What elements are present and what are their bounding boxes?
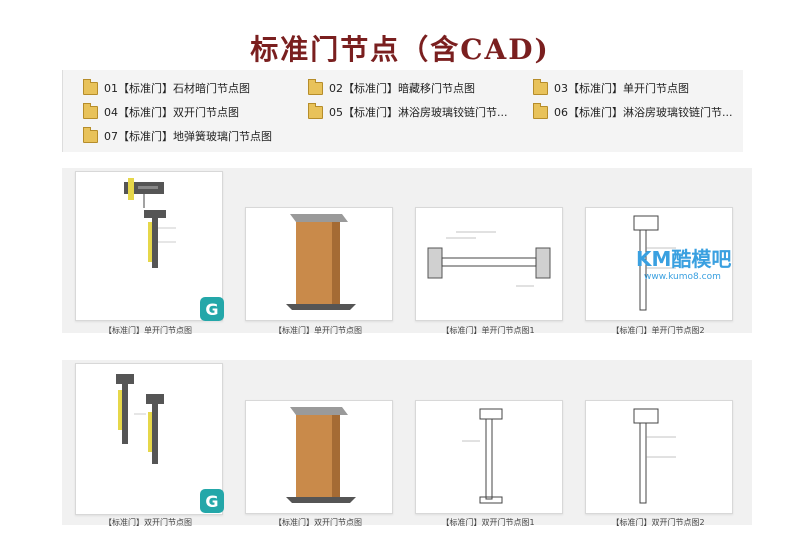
- 3d-door-render: [286, 214, 356, 310]
- cad-section-drawing: [462, 408, 503, 504]
- folder-label: 03【标准门】单开门节点图: [554, 82, 689, 95]
- folder-icon: [533, 78, 548, 95]
- thumbnail-caption: 【标准门】单开门节点图: [104, 326, 192, 335]
- 3d-door-render: [286, 407, 356, 503]
- watermark-brand: KM酷模吧: [636, 247, 732, 271]
- folder-item[interactable]: 03【标准门】单开门节点图: [533, 78, 689, 98]
- folder-list: 01【标准门】石材暗门节点图 02【标准门】暗藏移门节点图 03【标准门】单开门…: [62, 70, 743, 152]
- folder-item[interactable]: 04【标准门】双开门节点图: [83, 102, 239, 122]
- folder-icon: [533, 102, 548, 119]
- watermark-url: www.kumo8.com: [644, 272, 721, 282]
- folder-label: 07【标准门】地弹簧玻璃门节点图: [104, 130, 272, 143]
- folder-label: 01【标准门】石材暗门节点图: [104, 82, 250, 95]
- folder-item[interactable]: 06【标准门】淋浴房玻璃铰链门节...: [533, 102, 733, 122]
- thumbnail-cad-plan[interactable]: G: [75, 363, 224, 515]
- folder-label: 02【标准门】暗藏移门节点图: [329, 82, 475, 95]
- thumbnail-cad-section[interactable]: [415, 207, 563, 321]
- folder-item[interactable]: 07【标准门】地弹簧玻璃门节点图: [83, 126, 272, 146]
- cad-detail-drawing: [633, 215, 676, 311]
- folder-icon: [83, 102, 98, 119]
- thumbnail-cad-section[interactable]: [415, 400, 563, 514]
- cad-section-drawing: [427, 231, 551, 287]
- thumbnail-caption: 【标准门】单开门节点图: [274, 326, 362, 335]
- thumbnail-3d-door[interactable]: [245, 400, 393, 514]
- thumbnail-caption: 【标准门】双开门节点图: [104, 518, 192, 527]
- thumbnail-caption: 【标准门】双开门节点图1: [441, 518, 535, 527]
- thumbnail-caption: 【标准门】双开门节点图2: [611, 518, 705, 527]
- folder-label: 04【标准门】双开门节点图: [104, 106, 239, 119]
- thumbnail-cad-detail[interactable]: [585, 207, 733, 321]
- folder-item[interactable]: 01【标准门】石材暗门节点图: [83, 78, 250, 98]
- watermark: KM酷模吧 www.kumo8.com: [636, 243, 731, 282]
- thumbnail-3d-door[interactable]: [245, 207, 393, 321]
- brand-logo-icon: G: [200, 297, 224, 321]
- cad-detail-drawing: [633, 408, 676, 504]
- thumbnail-caption: 【标准门】双开门节点图: [274, 518, 362, 527]
- folder-icon: [83, 126, 98, 143]
- brand-logo-icon: G: [200, 489, 224, 513]
- cad-plan-drawing: [124, 178, 176, 268]
- folder-icon: [83, 78, 98, 95]
- thumbnail-caption: 【标准门】单开门节点图1: [441, 326, 535, 335]
- thumbnail-cad-detail[interactable]: [585, 400, 733, 514]
- folder-label: 05【标准门】淋浴房玻璃铰链门节...: [329, 106, 508, 119]
- page-title: 标准门节点（含CAD): [250, 33, 550, 66]
- folder-icon: [308, 102, 323, 119]
- thumbnail-cad-plan[interactable]: G: [75, 171, 224, 321]
- cad-plan-drawing: [116, 374, 164, 464]
- folder-label: 06【标准门】淋浴房玻璃铰链门节...: [554, 106, 733, 119]
- folder-item[interactable]: 05【标准门】淋浴房玻璃铰链门节...: [308, 102, 508, 122]
- folder-item[interactable]: 02【标准门】暗藏移门节点图: [308, 78, 475, 98]
- folder-icon: [308, 78, 323, 95]
- thumbnail-caption: 【标准门】单开门节点图2: [611, 326, 705, 335]
